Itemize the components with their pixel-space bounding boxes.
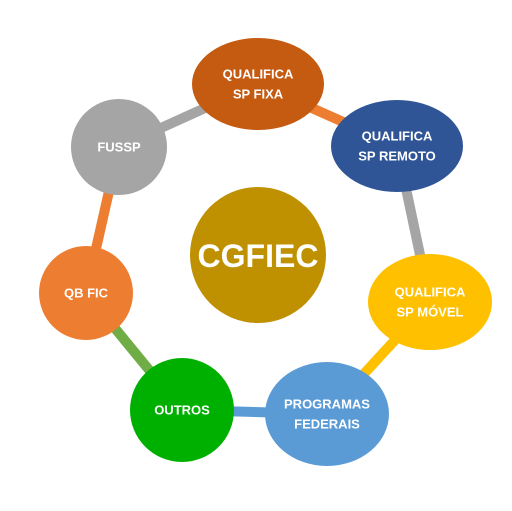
node-qb-fic: QB FIC [39, 246, 133, 340]
node-fussp: FUSSP [71, 99, 167, 195]
node-qualifica-sp-fixa: QUALIFICA SP FIXA [192, 38, 324, 130]
node-label-qualifica-sp-movel-1: SP MÓVEL [397, 305, 464, 320]
node-label-qualifica-sp-fixa-0: QUALIFICA [223, 67, 294, 82]
node-label-fussp-0: FUSSP [97, 140, 141, 155]
center-node: CGFIEC [190, 187, 326, 323]
node-label-qualifica-sp-remoto-1: SP REMOTO [358, 149, 436, 164]
node-shape-qualifica-sp-movel [368, 254, 492, 350]
node-label-qualifica-sp-movel-0: QUALIFICA [395, 285, 466, 300]
node-shape-programas-federais [265, 362, 389, 466]
node-shape-qualifica-sp-fixa [192, 38, 324, 130]
node-label-programas-federais-0: PROGRAMAS [284, 397, 370, 412]
node-shape-outros [130, 358, 234, 462]
node-qualifica-sp-movel: QUALIFICA SP MÓVEL [368, 254, 492, 350]
node-shape-qualifica-sp-remoto [331, 100, 463, 192]
node-qualifica-sp-remoto: QUALIFICA SP REMOTO [331, 100, 463, 192]
node-label-qualifica-sp-fixa-1: SP FIXA [233, 87, 284, 102]
node-label-programas-federais-1: FEDERAIS [294, 417, 360, 432]
node-label-outros-0: OUTROS [154, 403, 210, 418]
node-programas-federais: PROGRAMAS FEDERAIS [265, 362, 389, 466]
node-outros: OUTROS [130, 358, 234, 462]
center-circle [190, 187, 326, 323]
node-shape-fussp [71, 99, 167, 195]
node-shape-qb-fic [39, 246, 133, 340]
center-label: CGFIEC [198, 238, 319, 274]
node-label-qb-fic-0: QB FIC [64, 286, 109, 301]
node-label-qualifica-sp-remoto-0: QUALIFICA [362, 129, 433, 144]
